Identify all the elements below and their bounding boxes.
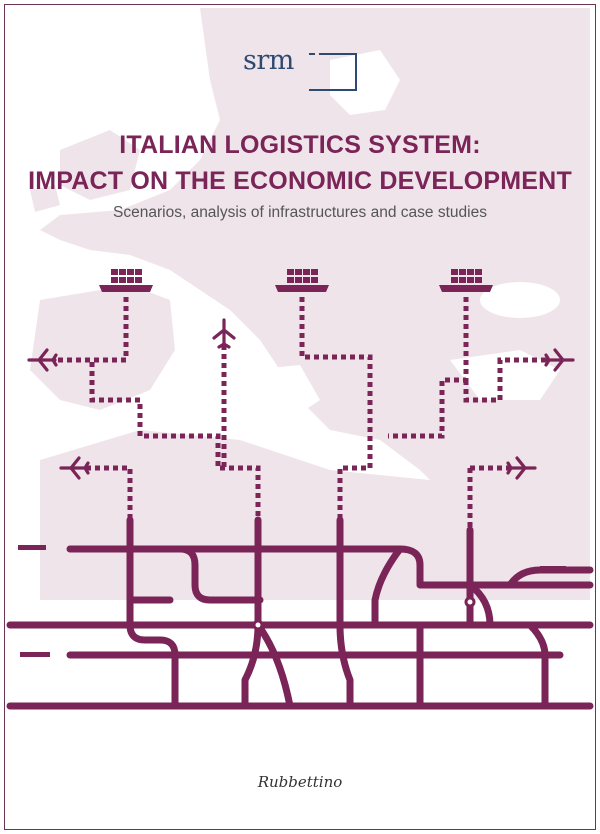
srm-logo: srm xyxy=(243,46,367,98)
publisher-name: Rubbettino xyxy=(257,773,343,791)
dotted-routes xyxy=(58,297,548,530)
vehicle-marks xyxy=(18,545,566,657)
title-line-1: ITALIAN LOGISTICS SYSTEM: xyxy=(119,131,481,159)
logo-text: srm xyxy=(243,45,294,76)
road-junctions xyxy=(252,596,476,631)
cover-frame xyxy=(4,4,596,830)
title-line-2: IMPACT ON THE ECONOMIC DEVELOPMENT xyxy=(28,167,572,195)
logo-square-icon xyxy=(309,53,357,91)
subtitle: Scenarios, analysis of infrastructures a… xyxy=(113,204,487,221)
road-network xyxy=(6,516,594,710)
europe-map xyxy=(30,8,590,600)
